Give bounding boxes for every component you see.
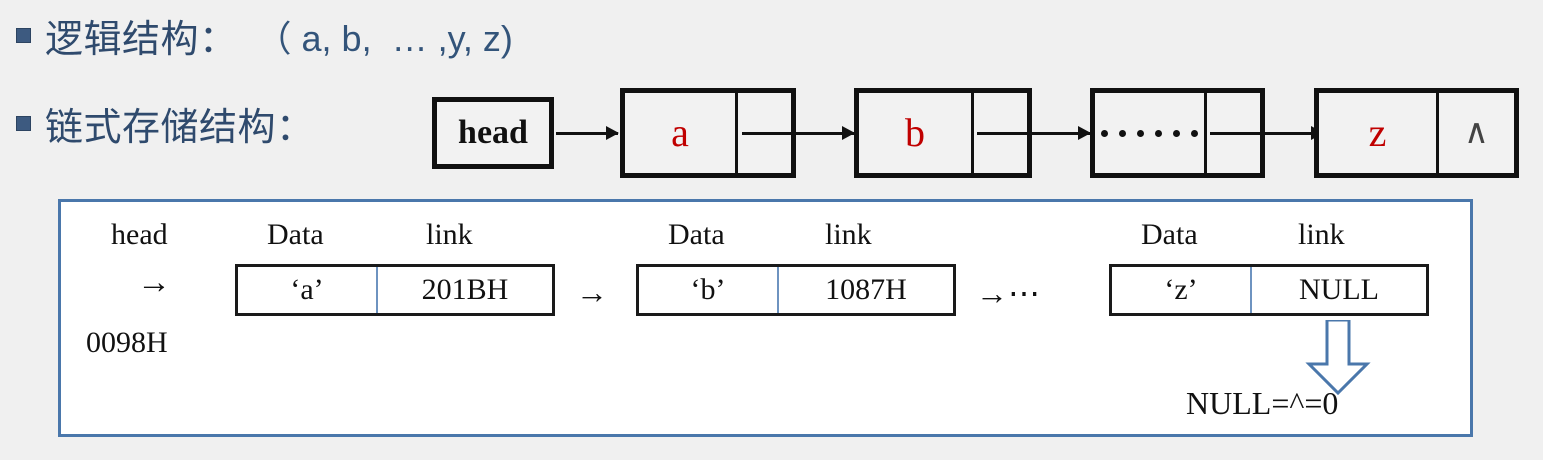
down-block-arrow-icon [1305,320,1371,396]
link-stub-node-a [742,132,796,135]
null-equivalence-note: NULL=^=0 [1186,385,1339,421]
memory-node-z-data-cell: ‘z’ [1112,267,1252,313]
bullet-square-icon [16,28,31,43]
memory-node-b-data-value: ‘b’ [690,273,726,306]
list-node-z: z ∧ [1314,88,1519,178]
list-node-b-data-value: b [905,110,925,155]
connector-node-a-to-node-b [796,126,855,140]
linked-storage-structure-label: 链式存储结构： [45,105,315,149]
memory-node-b-link-cell: 1087H [779,267,953,313]
logical-structure-value: （ a, b, … ,y, z) [255,17,513,59]
link-stub-node-b [977,132,1032,135]
list-node-z-link-cell: ∧ [1439,93,1514,173]
memory-node-b-data-cell: ‘b’ [639,267,779,313]
memory-connector-b-to-z: →⋯ [976,275,1040,311]
memory-node-b: ‘b’ 1087H [636,264,956,316]
memory-layout-panel: head → 0098H Data link ‘a’ 201BH → Data … [58,199,1473,437]
memory-head-arrow-icon: → [137,264,171,301]
memory-node-z-data-header: Data [1141,218,1198,251]
memory-node-z-link-header: link [1298,218,1345,251]
memory-connector-a-to-b: → [576,274,608,310]
bullet-line-logical-structure: 逻辑结构： （ a, b, … ,y, z) [16,8,513,63]
memory-node-b-link-header: link [825,218,872,251]
ellipsis-dots-icon [1101,129,1198,137]
memory-node-z-link-value: NULL [1299,273,1379,306]
memory-node-a-link-cell: 201BH [378,267,552,313]
list-node-z-data-value: z [1368,110,1387,155]
connector-node-b-to-ellipsis [1032,126,1091,140]
memory-node-b-data-header: Data [668,218,725,251]
list-node-ellipsis-data-cell [1095,93,1207,173]
memory-head-address: 0098H [86,326,168,359]
logical-structure-label: 逻辑结构： [45,17,238,61]
memory-node-z-link-cell: NULL [1252,267,1426,313]
list-node-a-data-value: a [671,110,689,155]
memory-node-a-data-header: Data [267,218,324,251]
list-node-b-data-cell: b [859,93,974,173]
memory-node-a-data-value: ‘a’ [290,273,324,306]
memory-node-z: ‘z’ NULL [1109,264,1429,316]
memory-node-z-data-value: ‘z’ [1164,273,1198,306]
list-node-z-data-cell: z [1319,93,1439,173]
bullet-line-linked-storage-structure: 链式存储结构： [16,96,315,151]
head-pointer-box: head [432,97,554,169]
link-stub-node-ellipsis [1210,132,1265,135]
memory-node-a-link-value: 201BH [421,273,509,306]
memory-node-a-link-header: link [426,218,473,251]
null-caret-icon: ∧ [1464,114,1489,151]
memory-node-a-data-cell: ‘a’ [238,267,378,313]
memory-head-label: head [111,218,168,251]
head-pointer-label: head [458,114,528,151]
list-node-a-data-cell: a [625,93,738,173]
memory-node-a: ‘a’ 201BH [235,264,555,316]
connector-head-to-node-a [556,126,619,140]
memory-node-b-link-value: 1087H [825,273,907,306]
bullet-square-icon [16,116,31,131]
